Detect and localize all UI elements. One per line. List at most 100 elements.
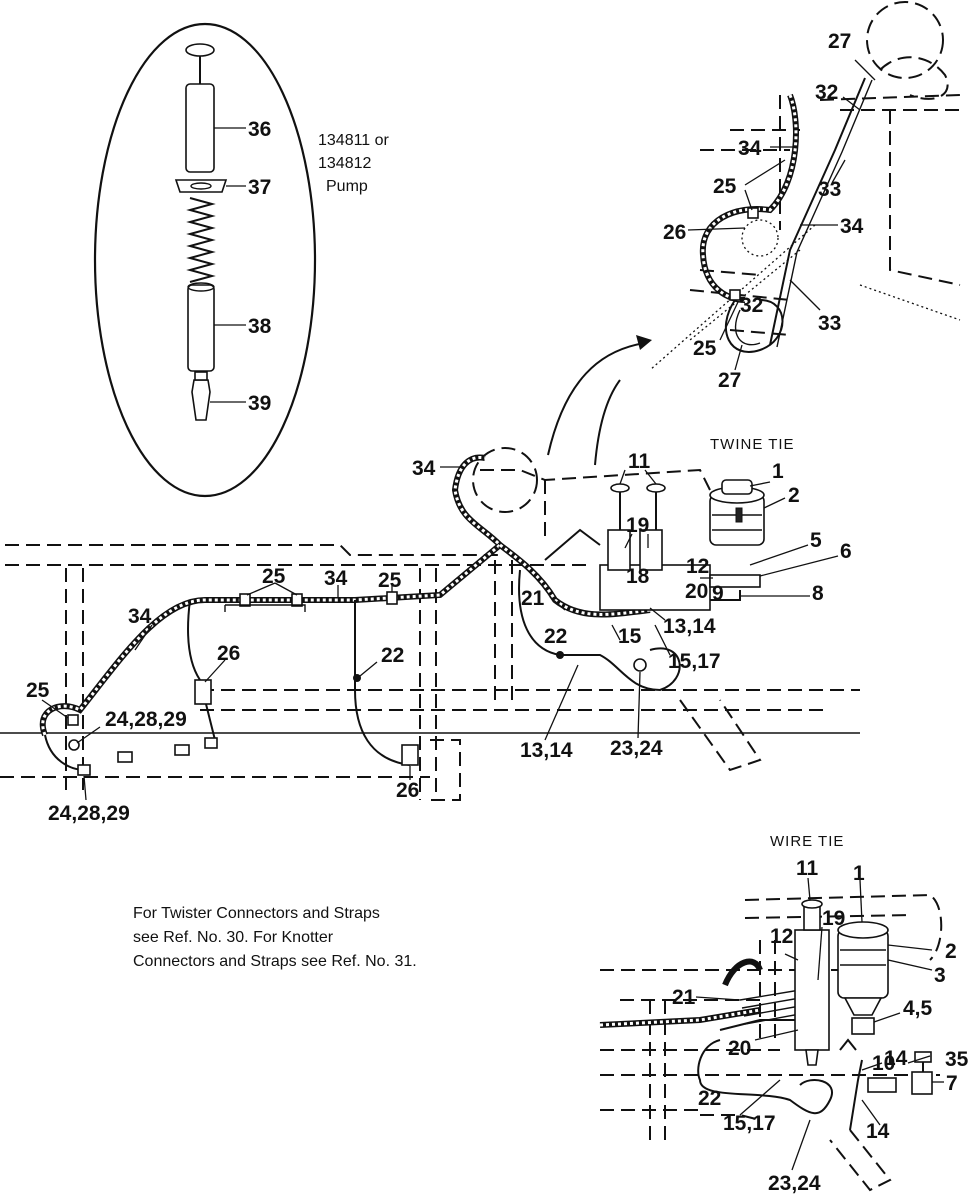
wire-label-7: 7 [946, 1072, 958, 1095]
note-line1: For Twister Connectors and Straps [133, 905, 380, 922]
wire-label-12: 12 [770, 925, 793, 948]
twine-label-15: 15 [618, 625, 642, 648]
wire-label-20: 20 [728, 1037, 751, 1060]
twine-label-34-top: 34 [412, 457, 436, 480]
twine-label-18: 18 [626, 565, 650, 588]
wire-label-21: 21 [672, 986, 696, 1009]
pump-callout-line2: 134812 [318, 155, 371, 172]
detail-arrow [547, 335, 652, 466]
detail-label-27-top: 27 [828, 30, 851, 53]
wire-tie-heading: WIRE TIE [770, 833, 844, 850]
twine-tie-view: TWINE TIE [0, 436, 860, 825]
twine-label-20: 20 [685, 580, 708, 603]
detail-knotter-circle [866, 1, 944, 79]
wire-label-22: 22 [698, 1087, 721, 1110]
twine-label-23-24: 23,24 [610, 737, 663, 760]
reference-note: For Twister Connectors and Straps see Re… [133, 905, 417, 970]
detail-clamp-26 [741, 219, 779, 257]
wire-label-2: 2 [945, 940, 957, 963]
detail-label-33-bottom: 33 [818, 312, 841, 335]
note-line2: see Ref. No. 30. For Knotter [133, 929, 334, 946]
wire-tie-view: WIRE TIE [599, 833, 969, 1195]
wire-fitting-7 [911, 1071, 933, 1095]
detail-label-32-top: 32 [815, 81, 838, 104]
pump-label-36: 36 [248, 118, 271, 141]
twine-clamp-26-b [401, 744, 419, 766]
wire-fitting-10 [867, 1077, 897, 1093]
wire-label-10: 10 [872, 1052, 895, 1075]
pump-callout-line3: Pump [326, 178, 368, 195]
twine-label-1: 1 [772, 460, 784, 483]
pump-spring [186, 197, 216, 283]
twine-label-9: 9 [712, 582, 724, 605]
pump-label-37: 37 [248, 176, 271, 199]
detail-clip-25 [747, 207, 759, 219]
twine-tee-22-a [353, 674, 361, 682]
twine-knotter-circle [472, 447, 538, 513]
twine-label-26-lower: 26 [396, 779, 419, 802]
twine-label-13-14-lower: 13,14 [520, 739, 573, 762]
wire-reservoir [837, 921, 889, 1035]
detail-label-33-top: 33 [818, 178, 841, 201]
wire-label-1: 1 [853, 862, 865, 885]
twine-label-12: 12 [686, 555, 709, 578]
detail-label-34-top: 34 [738, 137, 762, 160]
twine-clamp-26-a [194, 679, 212, 705]
twine-reservoir [709, 479, 765, 546]
pump-label-38: 38 [248, 315, 272, 338]
twine-tee-22-b [556, 651, 564, 659]
twine-valve-right [639, 529, 663, 571]
twine-label-26-upper: 26 [217, 642, 240, 665]
wire-label-14-upper: 14 [884, 1047, 908, 1070]
wire-label-15-17: 15,17 [723, 1112, 776, 1135]
twine-label-13-14-upper: 13,14 [663, 615, 716, 638]
wire-valve-body [794, 929, 830, 1051]
detail-label-32-bottom: 32 [740, 294, 763, 317]
wire-label-19: 19 [822, 907, 845, 930]
pump-barrel-38 [187, 284, 215, 372]
twine-label-8: 8 [812, 582, 824, 605]
twine-label-34-mid: 34 [324, 567, 348, 590]
twine-nozzle-24 [68, 739, 80, 751]
pump-handle [185, 43, 215, 57]
detail-label-25-bottom: 25 [693, 337, 717, 360]
twine-label-15-17: 15,17 [668, 650, 721, 673]
wire-label-3: 3 [934, 964, 946, 987]
wire-label-4-5: 4,5 [903, 997, 933, 1020]
detail-label-34-right: 34 [840, 215, 864, 238]
twine-valve-block [599, 564, 711, 611]
detail-inset: 27 32 34 25 33 26 34 32 33 25 27 [649, 1, 961, 392]
twine-clip-25-a [239, 593, 251, 607]
twine-tie-heading: TWINE TIE [710, 436, 795, 453]
twine-label-24-28-29-lower: 24,28,29 [48, 802, 130, 825]
twine-label-19: 19 [626, 514, 649, 537]
pump-label-39: 39 [248, 392, 271, 415]
pump-inset-oval [93, 22, 317, 498]
twine-label-5: 5 [810, 529, 822, 552]
twine-label-22-right: 22 [544, 625, 567, 648]
twine-label-25-right: 25 [378, 569, 402, 592]
twine-label-22-left: 22 [381, 644, 404, 667]
pump-nozzle-39 [191, 379, 211, 421]
twine-label-11: 11 [628, 450, 651, 473]
pump-callout-line1: 134811 or [318, 132, 390, 149]
twine-nozzle-bottom [77, 764, 91, 776]
wire-label-11: 11 [796, 857, 819, 880]
pump-inset: 36 37 38 39 134811 or 134812 Pump [93, 22, 390, 498]
detail-label-25-top: 25 [713, 175, 737, 198]
twine-clip-25-b [291, 593, 303, 607]
twine-label-25-left: 25 [262, 565, 286, 588]
twine-label-24-28-29-upper: 24,28,29 [105, 708, 187, 731]
twine-label-6: 6 [840, 540, 852, 563]
twine-label-21: 21 [521, 587, 545, 610]
twine-clip-25-c [386, 591, 398, 605]
pump-cylinder-36 [185, 83, 215, 173]
wire-label-23-24: 23,24 [768, 1172, 821, 1195]
wire-label-14-lower: 14 [866, 1120, 890, 1143]
detail-label-27-bottom: 27 [718, 369, 741, 392]
twine-label-34-left: 34 [128, 605, 152, 628]
twine-label-2: 2 [788, 484, 800, 507]
twine-clip-25-d [67, 714, 79, 726]
note-line3: Connectors and Straps see Ref. No. 31. [133, 953, 417, 970]
